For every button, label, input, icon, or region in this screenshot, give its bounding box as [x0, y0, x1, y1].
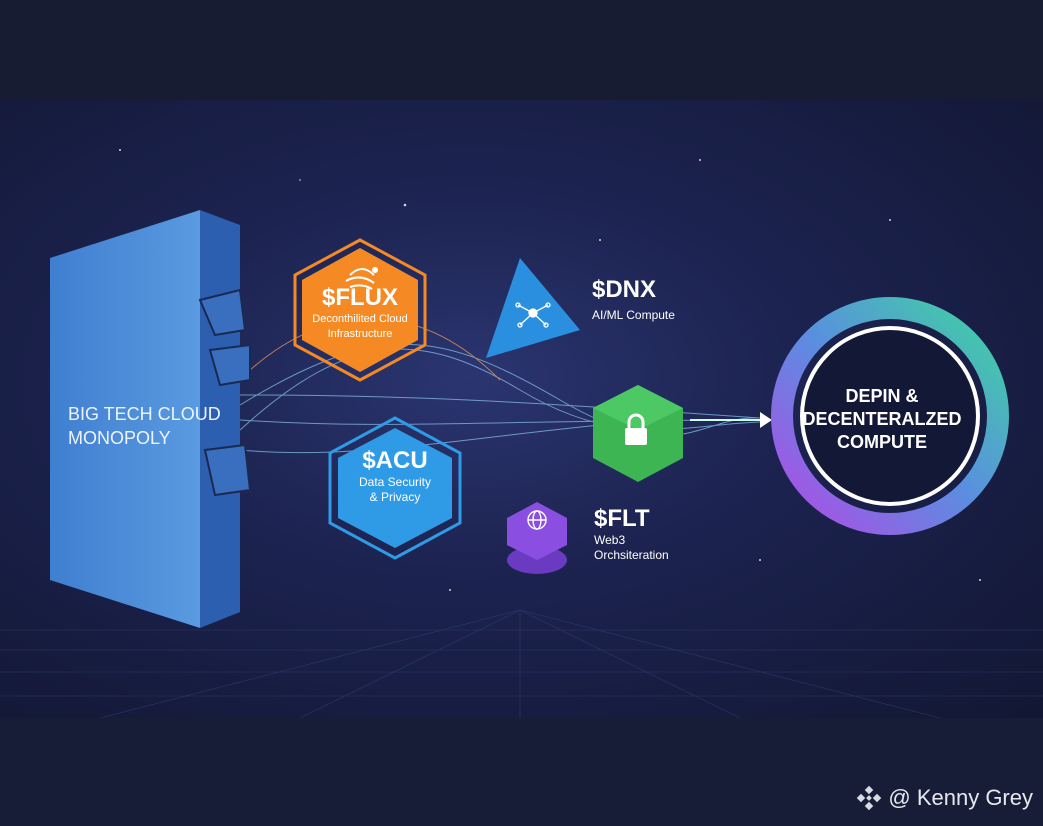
target-line1: DEPIN &: [845, 386, 919, 406]
flt-ticker: $FLT: [594, 505, 650, 532]
acu-node-shape: [328, 416, 462, 560]
wall-label-line1: BIG TECH CLOUD: [68, 404, 221, 424]
flux-desc-2: Infrastructure: [327, 328, 393, 340]
grid-floor: [0, 609, 1043, 719]
flux-node: $FLUX Deconthilited Cloud Infrastructure: [300, 284, 420, 342]
top-band: [0, 0, 1043, 100]
credit-text: @ Kenny Grey: [888, 785, 1033, 810]
flux-ticker: $FLUX: [321, 284, 398, 311]
author-credit: @ Kenny Grey: [856, 785, 1033, 811]
acu-desc-2: & Privacy: [369, 490, 421, 504]
dnx-desc: AI/ML Compute: [592, 308, 675, 322]
stars: [119, 149, 981, 591]
cracks: [198, 288, 252, 497]
acu-node: $ACU Data Security & Privacy: [340, 447, 450, 505]
bird-icon: [345, 267, 378, 290]
dnx-node: $DNX AI/ML Compute: [592, 276, 675, 323]
lock-icon: [625, 413, 647, 445]
network-icon: [515, 302, 551, 328]
wall-label-line2: MONOPOLY: [68, 428, 171, 448]
acu-ticker: $ACU: [362, 447, 428, 474]
dnx-ticker: $DNX: [592, 276, 657, 303]
flt-desc-1: Web3: [594, 533, 626, 547]
big-tech-wall: [50, 210, 252, 628]
target-line2: DECENTERALZED: [802, 409, 962, 429]
target-label: DEPIN & DECENTERALZED COMPUTE: [797, 385, 967, 454]
flux-desc-1: Deconthilited Cloud: [312, 313, 408, 325]
flux-node-shape: [293, 238, 427, 382]
arrow-to-target: [690, 412, 772, 428]
wall-label: BIG TECH CLOUD MONOPOLY: [68, 402, 221, 450]
target-ring: [771, 297, 1009, 535]
target-line3: COMPUTE: [837, 432, 927, 452]
flt-desc-2: Orchsiteration: [594, 548, 669, 562]
flt-node: $FLT Web3 Orchsiteration: [594, 505, 669, 563]
globe-icon: [527, 510, 547, 530]
flt-node-shape: [507, 502, 567, 574]
acu-desc-1: Data Security: [358, 475, 432, 489]
binance-logo-icon: [857, 785, 882, 811]
dnx-node-shape: [486, 258, 580, 358]
